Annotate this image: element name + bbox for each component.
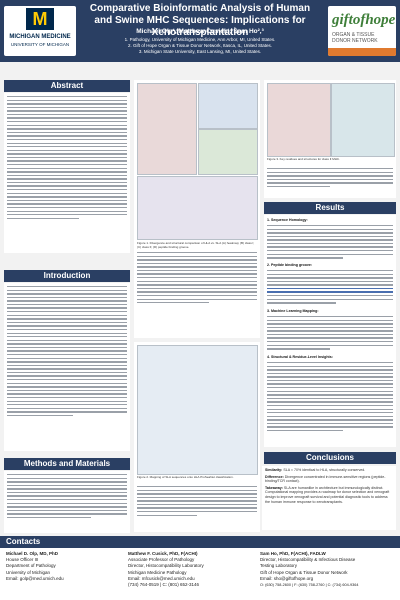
contact-ho: Sam Ho, PhD, F(ACHI), FADLW Director, Hi… xyxy=(260,551,359,588)
affiliation-3: 3. Michigan State University, East Lansi… xyxy=(138,49,262,54)
figure-2-network-map xyxy=(137,345,258,475)
results-point-4: 4. Structural & Residue-Level Insights: xyxy=(267,355,333,359)
contacts-panel: Michael D. Olp, MD, PhD House Officer II… xyxy=(0,548,400,600)
affiliation-1: 1. Pathology, University of Michigan Med… xyxy=(124,37,276,42)
methods-body xyxy=(4,471,130,533)
figure-3-panel: Figure 3. Key residues and structures fo… xyxy=(264,80,396,198)
figure-2-caption: Figure 2. Mapping of SLA sequences onto … xyxy=(137,475,234,479)
logo-bar xyxy=(328,48,396,56)
figure-1c-structure xyxy=(198,129,258,175)
gift-of-hope-logo: giftofhope ORGAN & TISSUE DONOR NETWORK xyxy=(328,6,396,56)
gift-of-hope-logo-sub: ORGAN & TISSUE DONOR NETWORK xyxy=(332,32,378,44)
poster-affiliations: 1. Pathology, University of Michigan Med… xyxy=(80,37,320,55)
conclusion-difference: Difference: Divergence concentrated in i… xyxy=(265,474,386,484)
affiliation-2: 2. Gift of Hope Organ & Tissue Donor Net… xyxy=(127,43,273,48)
results-point-1: 1. Sequence Homology: xyxy=(267,218,308,222)
figure-1-caption: Figure 1. Divergence and structural comp… xyxy=(137,241,255,249)
gift-of-hope-logo-text: giftofhope xyxy=(332,12,396,28)
figure-3a-structure xyxy=(267,83,331,157)
figure-3b-structure xyxy=(331,83,395,157)
results-heading: Results xyxy=(264,202,396,214)
contacts-heading: Contacts xyxy=(0,536,400,548)
michigan-medicine-logo-text: MICHIGAN MEDICINE UNIVERSITY OF MICHIGAN xyxy=(9,34,71,47)
methods-heading: Methods and Materials xyxy=(4,458,130,470)
conclusions-body: Similarity: SLA ≈ 70% identical to HLA, … xyxy=(262,466,396,530)
abstract-heading: Abstract xyxy=(4,80,130,92)
conclusion-takeaway: Takeaway: SLA are humanlike in architect… xyxy=(265,485,390,504)
introduction-heading: Introduction xyxy=(4,270,130,282)
block-m-icon: M xyxy=(26,8,54,30)
poster-title: Comparative Bioinformatic Analysis of Hu… xyxy=(89,3,311,38)
conclusions-heading: Conclusions xyxy=(264,452,396,464)
results-point-2: 2. Peptide binding groove: xyxy=(267,263,313,267)
introduction-body xyxy=(4,283,130,451)
figure-1d-alignment xyxy=(137,176,258,240)
figure-1-panel: Figure 1. Divergence and structural comp… xyxy=(134,80,260,338)
figure-2-panel: Figure 2. Mapping of SLA sequences onto … xyxy=(134,342,260,532)
contact-cusick: Matthew F. Cusick, PhD, F(ACHI) Associat… xyxy=(128,551,204,588)
figure-3-caption: Figure 3. Key residues and structures fo… xyxy=(267,157,340,161)
results-point-3: 3. Machine Learning Mapping: xyxy=(267,309,319,313)
abstract-body xyxy=(4,93,130,253)
conclusion-similarity: Similarity: SLA ≈ 70% identical to HLA, … xyxy=(265,468,366,472)
figure-1b-structure xyxy=(198,83,258,129)
contact-olp: Michael D. Olp, MD, PhD House Officer II… xyxy=(6,551,64,581)
michigan-medicine-logo: M MICHIGAN MEDICINE UNIVERSITY OF MICHIG… xyxy=(4,6,76,56)
results-body: 1. Sequence Homology: 2. Peptide binding… xyxy=(264,215,396,447)
poster-header: M MICHIGAN MEDICINE UNIVERSITY OF MICHIG… xyxy=(0,0,400,62)
poster-authors: Michael Olp¹, Matthew Cusick¹, Sam Ho²,³ xyxy=(136,28,264,35)
figure-1a-heatmap xyxy=(137,83,197,175)
